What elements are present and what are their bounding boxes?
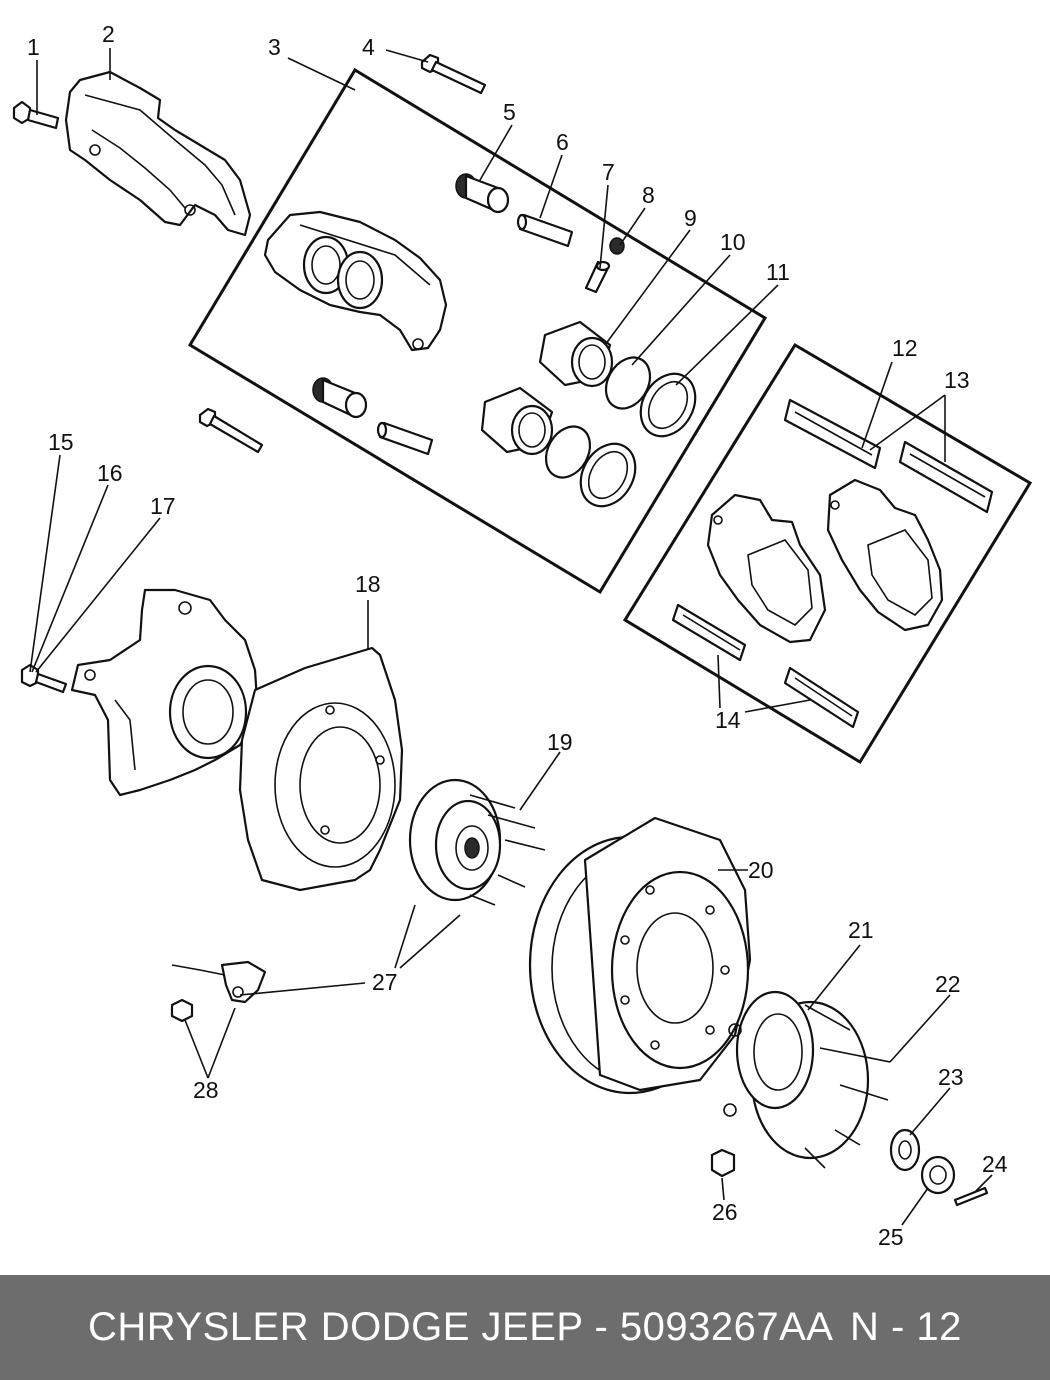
brake-pad-kit-box <box>622 342 1033 765</box>
caliper-mount-bolt-part <box>12 100 60 130</box>
callout-18: 18 <box>355 571 381 597</box>
brake-rotor-part <box>528 816 752 1095</box>
knuckle-bolt-part <box>20 663 68 694</box>
caliper-body-part <box>263 210 448 352</box>
callout-13: 13 <box>944 367 970 393</box>
bleeder-screw-part <box>584 260 611 294</box>
callout-5: 5 <box>503 99 516 125</box>
callout-28: 28 <box>193 1077 219 1103</box>
bushing-part <box>455 173 510 214</box>
pad-clip-part <box>671 603 747 662</box>
callout-2: 2 <box>102 21 115 47</box>
callout-9: 9 <box>684 205 697 231</box>
callout-16: 16 <box>97 460 123 486</box>
hub-flange-part <box>723 990 891 1169</box>
callout-21: 21 <box>848 917 874 943</box>
steering-knuckle-part <box>70 588 260 797</box>
guide-pin-bolt-part <box>420 53 487 95</box>
caliper-piston-lower-part <box>480 386 554 456</box>
callout-25: 25 <box>878 1224 904 1250</box>
callout-12: 12 <box>892 335 918 361</box>
callout-3: 3 <box>268 34 281 60</box>
footer-title: CHRYSLER DODGE JEEP - 5093267AA <box>88 1305 834 1349</box>
wheel-speed-sensor-part <box>171 960 267 1004</box>
callout-17: 17 <box>150 493 176 519</box>
callout-14: 14 <box>715 707 741 733</box>
pad-clip-outer-part <box>783 666 860 729</box>
callout-11: 11 <box>766 259 790 285</box>
guide-sleeve-lower-part <box>376 421 434 456</box>
callout-4: 4 <box>362 34 375 60</box>
hub-nut-part <box>710 1148 736 1178</box>
callout-24: 24 <box>982 1151 1008 1177</box>
callout-1: 1 <box>27 34 40 60</box>
thrust-washer-part <box>889 1128 921 1172</box>
pad-shim-outer-part <box>898 440 994 514</box>
dust-boot-lower-part <box>579 442 637 508</box>
callout-23: 23 <box>938 1064 964 1090</box>
hub-bearing-inner-part <box>408 778 546 906</box>
piston-seal-lower-part <box>544 425 592 479</box>
brake-pad-inner-part <box>706 493 827 644</box>
bleeder-cap-part <box>609 237 625 255</box>
callout-22: 22 <box>935 971 961 997</box>
castle-nut-part <box>920 1155 956 1195</box>
callout-labels: 1 2 3 4 5 6 7 8 9 10 11 12 13 14 15 16 1… <box>27 21 1008 1250</box>
sensor-bolt-part <box>170 998 194 1023</box>
guide-sleeve-part <box>516 213 574 248</box>
leader-lines <box>29 48 993 1226</box>
exploded-parts-diagram: 1 2 3 4 5 6 7 8 9 10 11 12 13 14 15 16 1… <box>12 21 1033 1250</box>
callout-6: 6 <box>556 129 569 155</box>
callout-15: 15 <box>48 429 74 455</box>
caliper-adapter-part <box>64 70 252 237</box>
bushing-lower-part <box>312 377 368 419</box>
callout-10: 10 <box>720 229 746 255</box>
part-number-footer: CHRYSLER DODGE JEEP - 5093267AA N - 12 <box>0 1275 1050 1380</box>
callout-19: 19 <box>547 729 573 755</box>
pad-shim-part <box>783 398 882 470</box>
footer-page-ref: N - 12 <box>850 1305 962 1349</box>
caliper-piston-part <box>538 320 614 388</box>
callout-7: 7 <box>602 159 615 185</box>
callout-27: 27 <box>372 969 398 995</box>
brake-pad-outer-part <box>826 478 944 632</box>
guide-pin-bolt-lower-part <box>198 407 264 454</box>
callout-26: 26 <box>712 1199 738 1225</box>
caliper-kit-box <box>187 67 768 595</box>
cotter-pin-part <box>953 1186 989 1207</box>
callout-8: 8 <box>642 182 655 208</box>
dust-shield-part <box>238 646 404 892</box>
callout-20: 20 <box>748 857 774 883</box>
